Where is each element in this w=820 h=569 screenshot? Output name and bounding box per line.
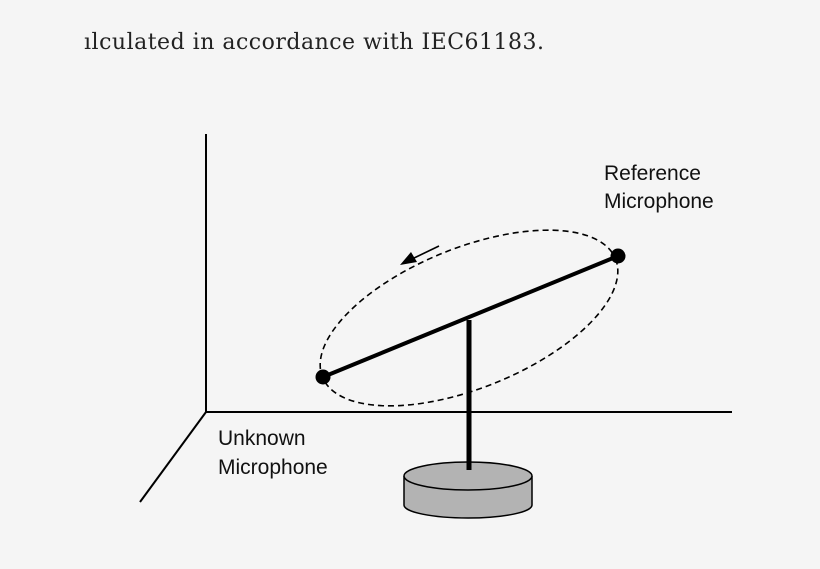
reference-microphone-point <box>610 248 626 264</box>
rotation-arrow-icon <box>400 245 440 265</box>
unknown-microphone-label-line1: Unknown <box>218 427 306 450</box>
unknown-microphone-label-line2: Microphone <box>218 456 328 479</box>
reference-microphone-label-line1: Reference <box>604 162 701 185</box>
unknown-microphone-point <box>315 369 331 385</box>
document-text-fragment: ılculated in accordance with IEC61183. <box>84 30 545 55</box>
cylindrical-base <box>403 461 533 519</box>
depth-axis <box>139 411 207 503</box>
reference-microphone-label-line2: Microphone <box>604 190 714 213</box>
rotating-arm <box>322 254 619 379</box>
